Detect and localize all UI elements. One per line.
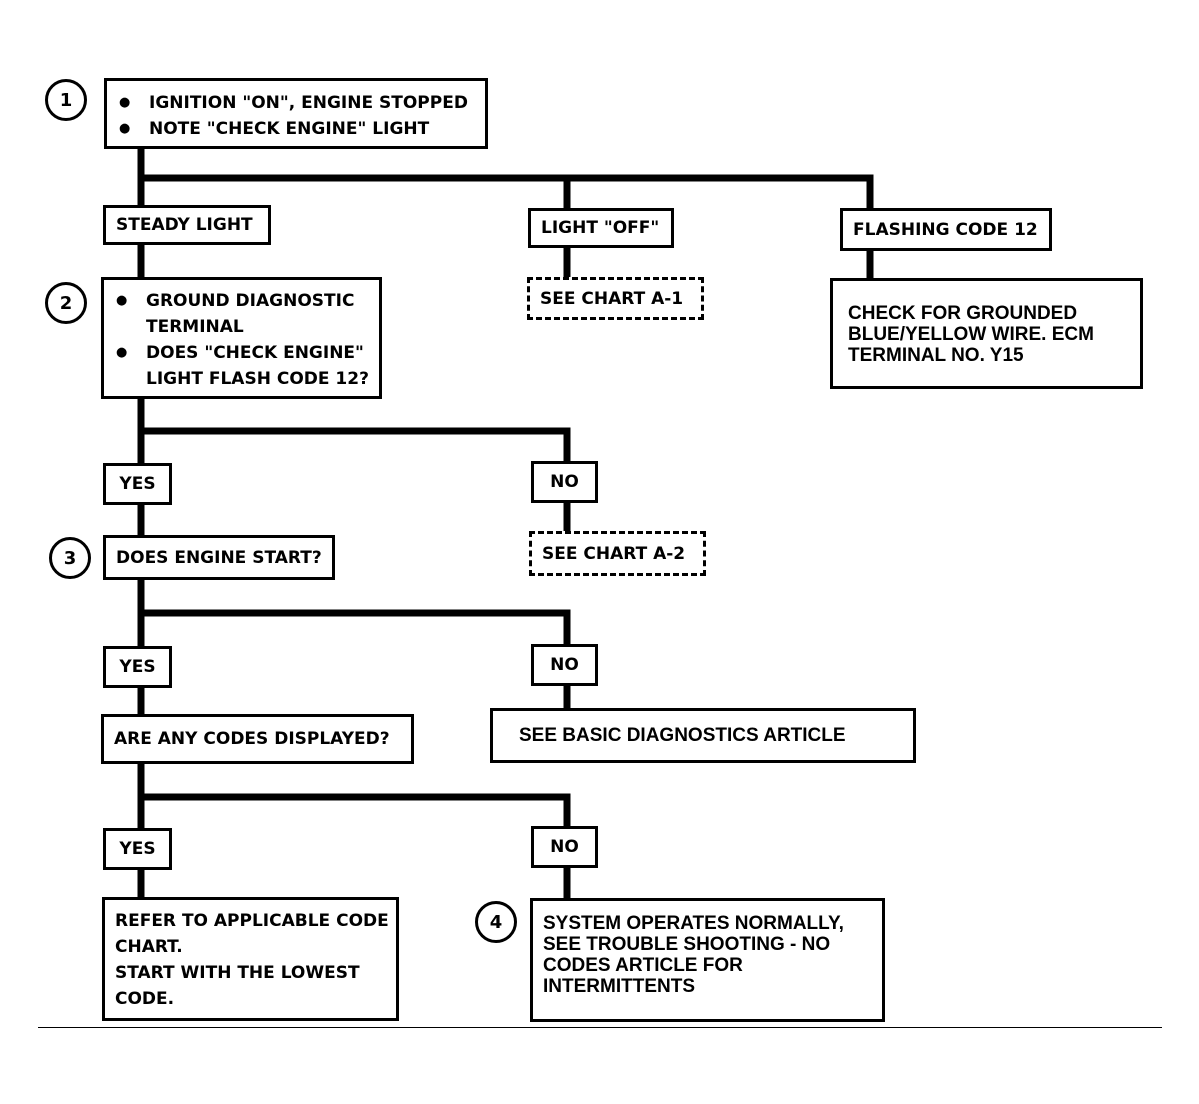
step3-no-label: NO	[550, 655, 579, 675]
step2-item-ground-terminal: GROUND DIAGNOSTIC TERMINAL	[116, 288, 369, 340]
system-normal-box: SYSTEM OPERATES NORMALLY, SEE TROUBLE SH…	[530, 898, 885, 1022]
check-grounded-line-3: TERMINAL NO. Y15	[848, 345, 1024, 366]
step3-question: DOES ENGINE START?	[116, 547, 322, 568]
normal-line-3: CODES ARTICLE FOR	[543, 955, 743, 976]
codes-displayed-box: ARE ANY CODES DISPLAYED?	[101, 714, 414, 764]
light-off-label: LIGHT "OFF"	[541, 218, 660, 238]
refer-line-2: CHART.	[115, 937, 183, 957]
step2-yes-label: YES	[119, 474, 156, 494]
check-grounded-line-2: BLUE/YELLOW WIRE. ECM	[848, 324, 1094, 345]
see-chart-a2-label: SEE CHART A-2	[542, 543, 686, 564]
light-off-box: LIGHT "OFF"	[528, 208, 674, 248]
codes-no-label: NO	[550, 837, 579, 857]
normal-line-1: SYSTEM OPERATES NORMALLY,	[543, 913, 844, 934]
step-marker-4: 4	[475, 901, 517, 943]
step3-box: DOES ENGINE START?	[103, 535, 335, 580]
step3-no-box: NO	[531, 644, 598, 686]
step2-yes-box: YES	[103, 463, 172, 505]
flashing-code-box: FLASHING CODE 12	[840, 208, 1052, 251]
step1-item-note-light: NOTE "CHECK ENGINE" LIGHT	[119, 116, 475, 142]
codes-yes-label: YES	[119, 839, 156, 859]
refer-line-1: REFER TO APPLICABLE CODE	[115, 911, 389, 931]
normal-line-2: SEE TROUBLE SHOOTING - NO	[543, 934, 831, 955]
step-marker-1: 1	[45, 79, 87, 121]
step-marker-3: 3	[49, 537, 91, 579]
refer-code-chart-box: REFER TO APPLICABLE CODE CHART. START WI…	[102, 897, 399, 1021]
bottom-divider	[38, 1027, 1162, 1028]
codes-yes-box: YES	[103, 828, 172, 870]
step1-item-ignition: IGNITION "ON", ENGINE STOPPED	[119, 90, 475, 116]
step2-no-label: NO	[550, 472, 579, 492]
check-grounded-box: CHECK FOR GROUNDED BLUE/YELLOW WIRE. ECM…	[830, 278, 1143, 389]
refer-line-3: START WITH THE LOWEST	[115, 963, 360, 983]
see-chart-a2-box: SEE CHART A-2	[529, 531, 706, 576]
see-chart-a1-box: SEE CHART A-1	[527, 277, 704, 320]
flashing-code-label: FLASHING CODE 12	[853, 219, 1038, 240]
codes-no-box: NO	[531, 826, 598, 868]
basic-diagnostics-box: SEE BASIC DIAGNOSTICS ARTICLE	[490, 708, 916, 763]
normal-line-4: INTERMITTENTS	[543, 976, 695, 997]
basic-diagnostics-label: SEE BASIC DIAGNOSTICS ARTICLE	[519, 725, 846, 746]
see-chart-a1-label: SEE CHART A-1	[540, 288, 684, 309]
codes-displayed-question: ARE ANY CODES DISPLAYED?	[114, 729, 390, 749]
step1-box: IGNITION "ON", ENGINE STOPPED NOTE "CHEC…	[104, 78, 488, 149]
step3-yes-box: YES	[103, 646, 172, 688]
step2-no-box: NO	[531, 461, 598, 503]
step3-yes-label: YES	[119, 657, 156, 677]
steady-light-box: STEADY LIGHT	[103, 205, 271, 245]
step-marker-2: 2	[45, 282, 87, 324]
refer-line-4: CODE.	[115, 989, 175, 1009]
steady-light-label: STEADY LIGHT	[116, 215, 253, 235]
check-grounded-line-1: CHECK FOR GROUNDED	[848, 303, 1078, 324]
step2-box: GROUND DIAGNOSTIC TERMINAL DOES "CHECK E…	[101, 277, 382, 399]
step2-item-flash-code: DOES "CHECK ENGINE" LIGHT FLASH CODE 12?	[116, 340, 369, 392]
